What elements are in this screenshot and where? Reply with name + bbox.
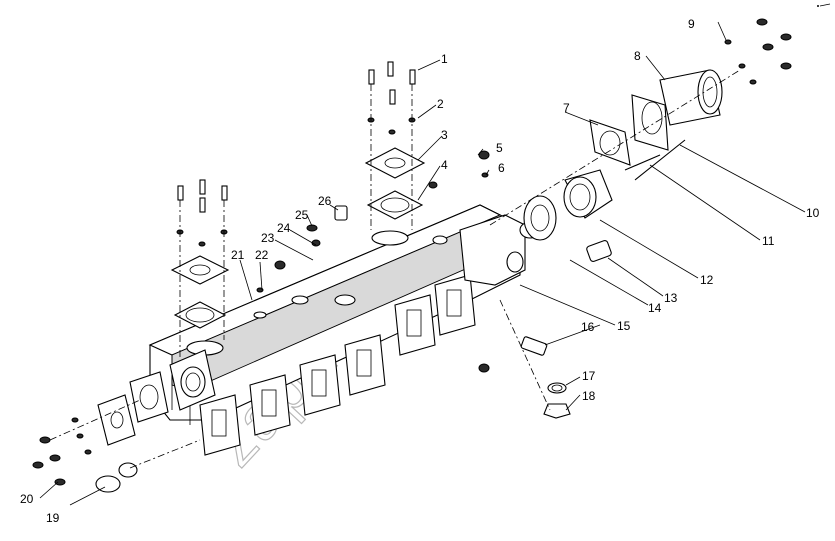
callout-19: 19 bbox=[46, 511, 60, 525]
callout-21: 21 bbox=[231, 248, 245, 262]
callout-20: 20 bbox=[20, 492, 34, 506]
corner-mark bbox=[817, 3, 831, 7]
callout-13: 13 bbox=[664, 291, 678, 305]
bolt-group-left bbox=[177, 179, 228, 213]
callout-24: 24 bbox=[277, 221, 291, 235]
callout-12: 12 bbox=[700, 273, 714, 287]
left-top-plate-stack bbox=[170, 179, 230, 360]
left-cover-stack bbox=[32, 371, 201, 493]
callout-8: 8 bbox=[634, 49, 641, 63]
callout-9: 9 bbox=[688, 17, 695, 31]
callout-2: 2 bbox=[437, 97, 444, 111]
callout-25: 25 bbox=[295, 208, 309, 222]
right-outlet-parts bbox=[489, 18, 792, 262]
small-plugs bbox=[256, 150, 490, 373]
callout-26: 26 bbox=[318, 194, 332, 208]
callout-4: 4 bbox=[441, 158, 448, 172]
callout-3: 3 bbox=[441, 128, 448, 142]
port-flanges bbox=[199, 274, 476, 456]
callout-14: 14 bbox=[648, 301, 662, 315]
callout-1: 1 bbox=[441, 52, 448, 66]
callout-6: 6 bbox=[498, 161, 505, 175]
callout-15: 15 bbox=[617, 319, 631, 333]
callout-labels: 1 2 3 4 5 6 7 8 9 10 11 12 13 14 15 16 1… bbox=[20, 17, 820, 525]
callout-10: 10 bbox=[806, 206, 820, 220]
leader-lines bbox=[39, 21, 806, 506]
callout-23: 23 bbox=[261, 231, 275, 245]
callout-5: 5 bbox=[496, 141, 503, 155]
exhaust-manifold-body bbox=[148, 204, 541, 456]
middle-plate-stack bbox=[364, 61, 426, 230]
callout-16: 16 bbox=[581, 320, 595, 334]
lower-right-fittings bbox=[499, 299, 571, 419]
callout-11: 11 bbox=[762, 234, 775, 248]
callout-17: 17 bbox=[582, 369, 596, 383]
callout-22: 22 bbox=[255, 248, 269, 262]
callout-18: 18 bbox=[582, 389, 596, 403]
callout-7: 7 bbox=[563, 101, 570, 115]
